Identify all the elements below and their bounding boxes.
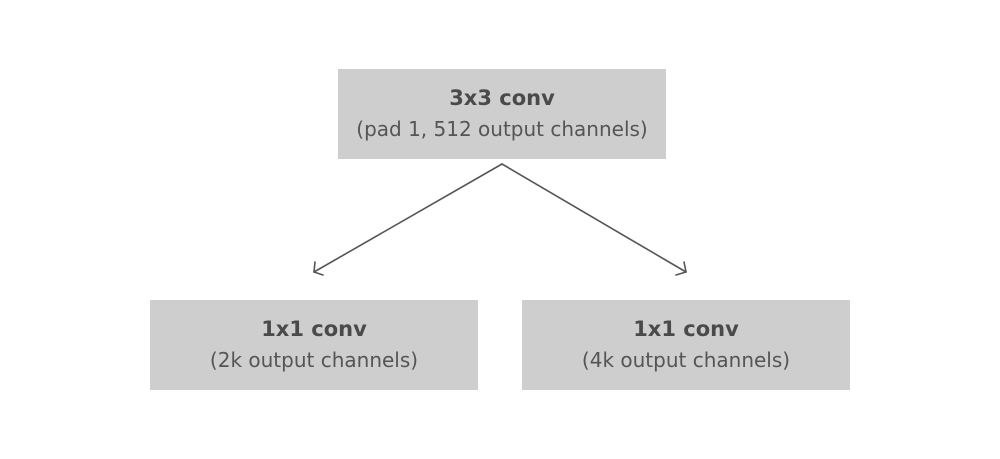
node-title: 3x3 conv xyxy=(449,86,555,110)
node-1x1-conv-2k: 1x1 conv (2k output channels) xyxy=(150,300,478,390)
node-1x1-conv-4k: 1x1 conv (4k output channels) xyxy=(522,300,850,390)
node-subtitle: (2k output channels) xyxy=(209,348,419,372)
node-subtitle: (pad 1, 512 output channels) xyxy=(356,117,648,141)
node-3x3-conv: 3x3 conv (pad 1, 512 output channels) xyxy=(338,69,666,159)
node-title: 1x1 conv xyxy=(261,317,367,341)
node-title: 1x1 conv xyxy=(633,317,739,341)
arrow-top-to-right xyxy=(501,163,687,276)
arrow-top-to-left xyxy=(313,163,503,276)
node-subtitle: (4k output channels) xyxy=(581,348,791,372)
